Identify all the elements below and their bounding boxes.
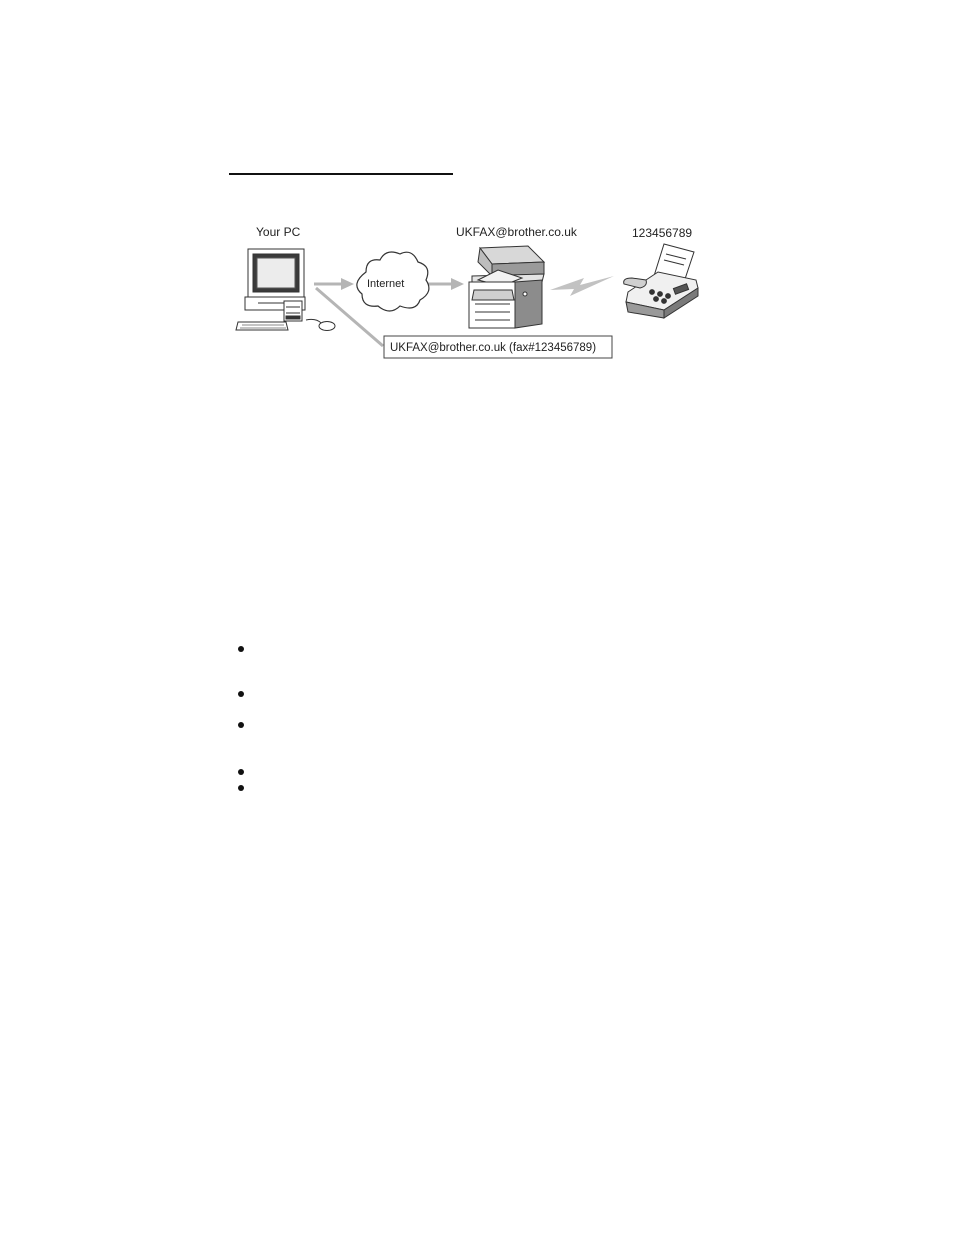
internet-label: Internet bbox=[367, 278, 404, 290]
pc-to-internet-arrow bbox=[314, 278, 354, 290]
printer-icon bbox=[468, 245, 546, 329]
list-bullet bbox=[238, 646, 244, 652]
list-bullet bbox=[238, 722, 244, 728]
address-box bbox=[383, 335, 613, 359]
pc-label: Your PC bbox=[256, 225, 301, 239]
transmission-bolt-icon bbox=[550, 276, 614, 296]
bullet-list bbox=[238, 641, 250, 801]
computer-icon bbox=[235, 248, 336, 331]
list-bullet bbox=[238, 769, 244, 775]
address-box-text: UKFAX@brother.co.uk (fax#123456789) bbox=[390, 342, 596, 354]
heading-underline bbox=[229, 173, 453, 175]
printer-label: UKFAX@brother.co.uk bbox=[456, 225, 578, 239]
list-bullet bbox=[238, 691, 244, 697]
list-bullet bbox=[238, 785, 244, 791]
internet-fax-diagram: Your PC UKFAX@brother.co.uk 123456789 In… bbox=[235, 225, 699, 359]
internet-to-printer-arrow bbox=[425, 278, 464, 290]
fax-machine-icon bbox=[623, 243, 699, 319]
cloud-icon: Internet bbox=[356, 251, 430, 312]
pc-to-address-line bbox=[315, 286, 384, 348]
fax-number-label: 123456789 bbox=[632, 226, 692, 240]
